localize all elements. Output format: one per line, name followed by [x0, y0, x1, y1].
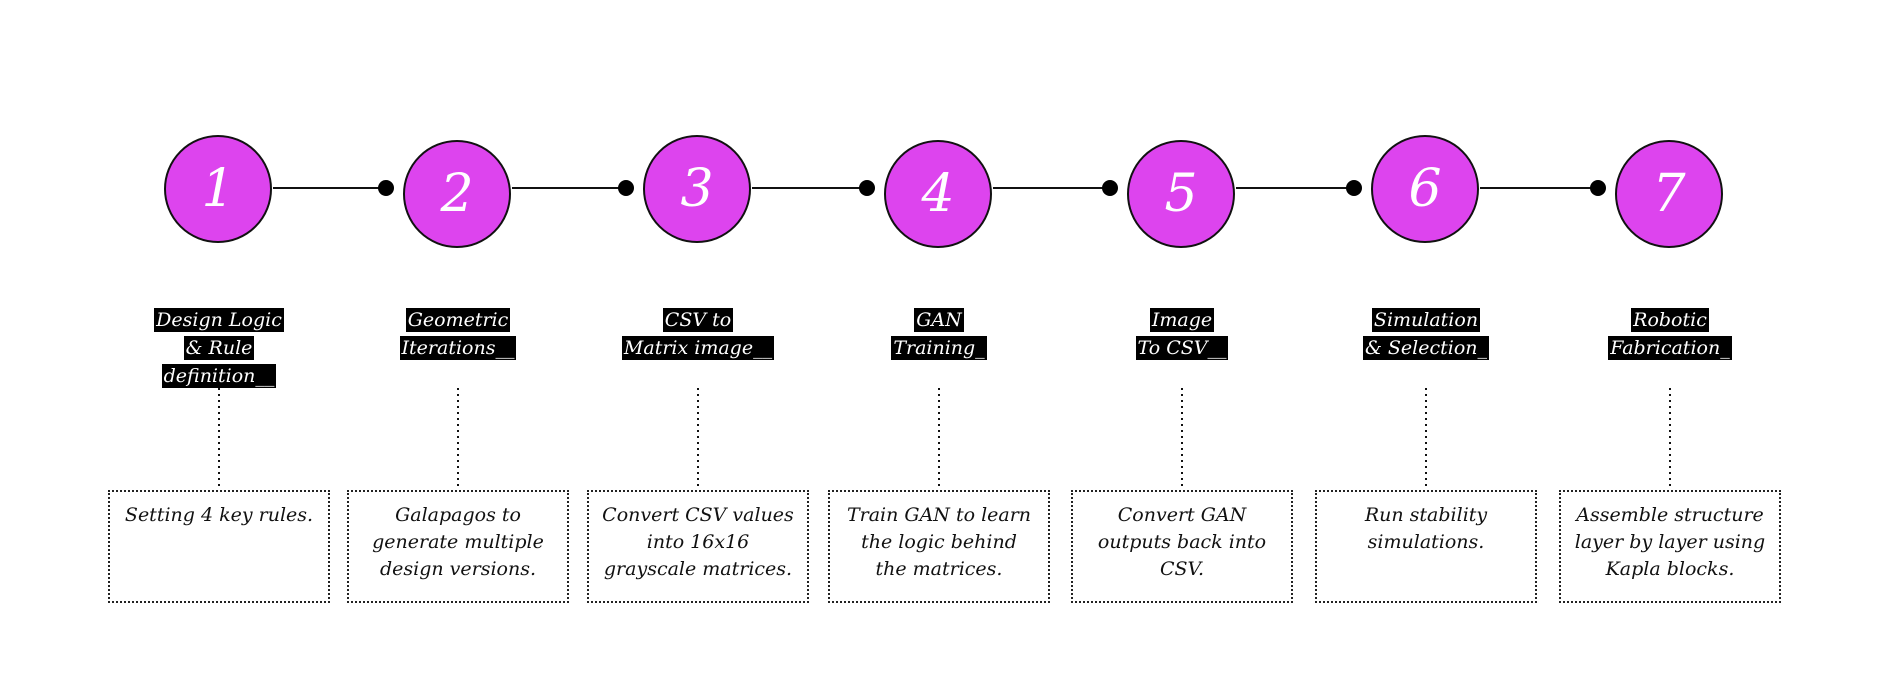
- process-step-1: 1 Design Logic & Rule definition__ Setting…: [99, 0, 339, 685]
- process-step-5: 5 Image To CSV__ Convert GAN outputs back…: [1062, 0, 1302, 685]
- step-5-number-circle: 5: [1127, 140, 1235, 248]
- step-2-description-box: Galapagos to generate multiple design ve…: [347, 490, 569, 603]
- step-title-line: Robotic: [1631, 308, 1709, 332]
- step-title-line: Design Logic: [154, 308, 284, 332]
- step-title-line: Simulation: [1371, 308, 1481, 332]
- step-title-line: CSV to: [662, 308, 734, 332]
- step-title-line: Geometric: [405, 308, 511, 332]
- step-title-line: & Selection_: [1362, 336, 1490, 360]
- step-5-title: Image To CSV__: [1062, 306, 1302, 362]
- step-4-number-circle: 4: [884, 140, 992, 248]
- step-title-line: Matrix image__: [621, 336, 775, 360]
- step-4-title: GAN Training_: [819, 306, 1059, 362]
- step-4-description-box: Train GAN to learn the logic behind the …: [828, 490, 1050, 603]
- step-1-description-box: Setting 4 key rules.: [108, 490, 330, 603]
- step-title-line: definition__: [161, 364, 277, 388]
- step-title-line: GAN: [914, 308, 964, 332]
- process-step-3: 3 CSV to Matrix image__ Convert CSV value…: [578, 0, 818, 685]
- step-title-line: Iterations__: [399, 336, 517, 360]
- process-step-6: 6 Simulation & Selection_ Run stability s…: [1306, 0, 1546, 685]
- step-3-description-box: Convert CSV values into 16x16 grayscale …: [587, 490, 809, 603]
- step-1-number-circle: 1: [164, 135, 272, 243]
- step-title-line: Image: [1149, 308, 1215, 332]
- step-title-line: Fabrication_: [1608, 336, 1732, 360]
- step-1-title: Design Logic & Rule definition__: [99, 306, 339, 390]
- step-title-line: Training_: [891, 336, 987, 360]
- step-2-number-circle: 2: [403, 140, 511, 248]
- step-5-description-box: Convert GAN outputs back into CSV.: [1071, 490, 1293, 603]
- step-3-number-circle: 3: [643, 135, 751, 243]
- step-title-line: To CSV__: [1135, 336, 1229, 360]
- step-7-description-box: Assemble structure layer by layer using …: [1559, 490, 1781, 603]
- step-6-description-box: Run stability simulations.: [1315, 490, 1537, 603]
- process-step-4: 4 GAN Training_ Train GAN to learn the lo…: [819, 0, 1059, 685]
- step-6-title: Simulation & Selection_: [1306, 306, 1546, 362]
- step-3-title: CSV to Matrix image__: [578, 306, 818, 362]
- step-6-number-circle: 6: [1371, 135, 1479, 243]
- step-title-line: & Rule: [183, 336, 255, 360]
- step-7-number-circle: 7: [1615, 140, 1723, 248]
